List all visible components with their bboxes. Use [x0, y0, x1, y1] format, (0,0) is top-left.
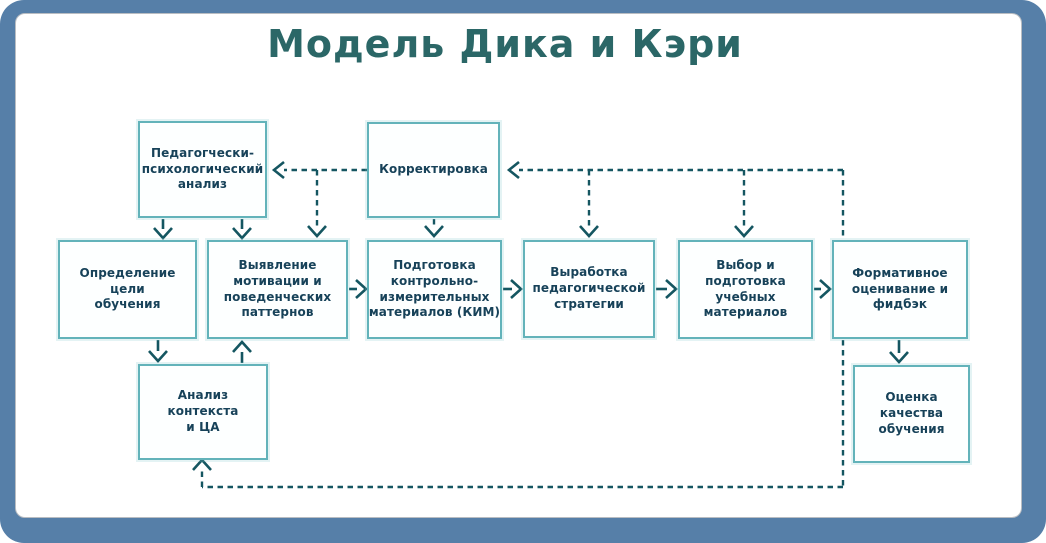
- arrow-materials-to-formative: [814, 279, 832, 299]
- box-motivation-patterns: Выявление мотивации и поведенческих патт…: [207, 240, 348, 339]
- arrow-feedback-to-correction: [506, 160, 843, 180]
- arrow-correction-to-analysis: [271, 160, 367, 180]
- box-pedagogical-psychological-analysis: Педагогчески- психологический анализ: [138, 121, 267, 218]
- arrow-goal-to-context: [148, 340, 168, 363]
- box-quality-assessment: Оценка качества обучения: [853, 365, 970, 463]
- arrow-feedback-to-strategy: [579, 170, 599, 238]
- box-pedagogical-strategy: Выработка педагогической стратегии: [523, 240, 655, 338]
- box-context-analysis: Анализ контекста и ЦА: [138, 364, 268, 460]
- box-formative-assessment: Формативное оценивание и фидбэк: [832, 240, 968, 339]
- box-learning-goal: Определение цели обучения: [58, 240, 197, 339]
- arrow-feedback-to-context: [192, 458, 212, 487]
- arrow-formative-to-quality: [889, 340, 909, 364]
- arrow-context-to-motivation: [232, 340, 252, 363]
- arrow-correction-to-kim: [424, 219, 444, 238]
- arrow-strategy-to-materials: [656, 279, 678, 299]
- box-learning-materials: Выбор и подготовка учебных материалов: [678, 240, 813, 339]
- arrow-analysis-to-motivation: [232, 219, 252, 240]
- box-correction: Корректировка: [367, 122, 500, 218]
- arrow-kim-to-strategy: [503, 279, 523, 299]
- box-kim-preparation: Подготовка контрольно- измерительных мат…: [367, 240, 502, 339]
- arrow-motivation-to-kim: [349, 279, 368, 299]
- diagram-title: Модель Дика и Кэри: [267, 22, 743, 66]
- arrow-feedback-to-materials: [734, 170, 754, 238]
- arrow-feedback-to-motivation: [307, 170, 327, 238]
- arrow-analysis-to-goal: [153, 219, 173, 240]
